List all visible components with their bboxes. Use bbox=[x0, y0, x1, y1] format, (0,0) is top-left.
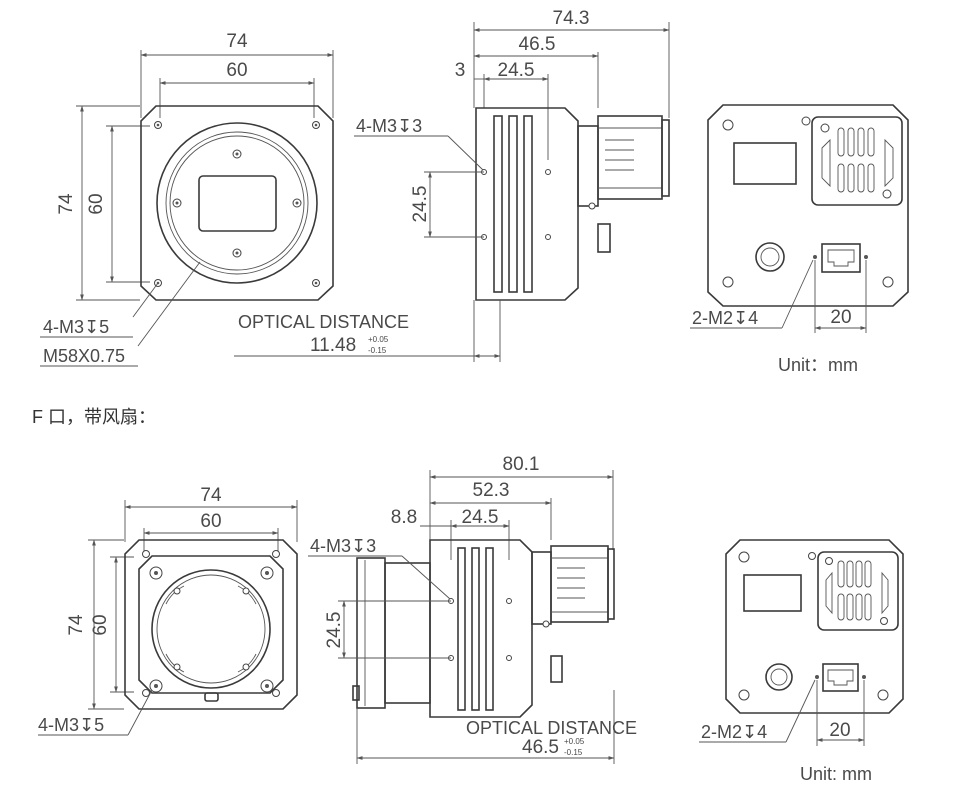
section-title: F 口，带风扇： bbox=[32, 407, 156, 427]
bottom-side-offset: 8.8 bbox=[391, 507, 417, 528]
top-side-optical-label: OPTICAL DISTANCE bbox=[238, 312, 409, 332]
bottom-back-unit: Unit: mm bbox=[800, 764, 872, 784]
top-front-note-holes: 4-M3↧5 bbox=[43, 317, 109, 337]
bottom-front-height-inner: 60 bbox=[90, 614, 111, 635]
bottom-side-overall: 80.1 bbox=[503, 454, 540, 475]
top-side-body: 46.5 bbox=[519, 34, 556, 55]
bottom-side-view: 80.1 52.3 8.8 24.5 24.5 bbox=[308, 454, 637, 764]
bottom-side-body: 52.3 bbox=[473, 480, 510, 501]
bottom-side-optical-value: 46.5 bbox=[522, 737, 559, 758]
top-back-holes: 2-M2↧4 bbox=[692, 308, 758, 328]
top-side-view: 74.3 46.5 3 24.5 24.5 4- bbox=[234, 8, 670, 362]
top-side-tol-minus: -0.15 bbox=[368, 346, 387, 355]
top-side-offset: 3 bbox=[455, 60, 466, 81]
bottom-back-view: 20 2-M2↧4 Unit: mm bbox=[699, 539, 904, 784]
bottom-side-pitch: 24.5 bbox=[462, 507, 499, 528]
top-side-holes: 4-M3↧3 bbox=[356, 116, 422, 136]
bottom-back-holes: 2-M2↧4 bbox=[701, 722, 767, 742]
top-front-width-outer: 74 bbox=[226, 31, 248, 52]
top-front-height-outer: 74 bbox=[56, 193, 77, 215]
bottom-side-vpitch: 24.5 bbox=[324, 612, 345, 649]
top-front-view: 74 60 74 60 4-M3↧5 M58X0.75 bbox=[40, 31, 334, 367]
bottom-front-view: 74 60 74 60 4-M3↧5 bbox=[38, 485, 298, 736]
top-side-optical-value: 11.48 bbox=[310, 335, 356, 356]
bottom-front-width-outer: 74 bbox=[200, 485, 222, 506]
bottom-side-tol-minus: -0.15 bbox=[564, 748, 583, 757]
top-side-tol-plus: +0.05 bbox=[368, 335, 389, 344]
top-front-note-thread: M58X0.75 bbox=[43, 346, 125, 366]
top-side-vpitch: 24.5 bbox=[410, 186, 431, 223]
bottom-side-holes: 4-M3↧3 bbox=[310, 536, 376, 556]
bottom-front-height-outer: 74 bbox=[66, 614, 87, 636]
top-side-pitch: 24.5 bbox=[498, 60, 535, 81]
top-front-height-inner: 60 bbox=[86, 193, 107, 214]
bottom-side-optical-label: OPTICAL DISTANCE bbox=[466, 718, 637, 738]
top-back-spacing: 20 bbox=[830, 307, 851, 328]
top-back-unit: Unit：mm bbox=[778, 355, 858, 375]
bottom-front-width-inner: 60 bbox=[200, 511, 221, 532]
top-front-width-inner: 60 bbox=[226, 60, 247, 81]
top-back-view: 20 2-M2↧4 Unit：mm bbox=[690, 104, 909, 375]
bottom-front-note-holes: 4-M3↧5 bbox=[38, 715, 104, 735]
top-side-overall: 74.3 bbox=[553, 8, 590, 29]
bottom-back-spacing: 20 bbox=[829, 720, 850, 741]
bottom-side-tol-plus: +0.05 bbox=[564, 737, 585, 746]
